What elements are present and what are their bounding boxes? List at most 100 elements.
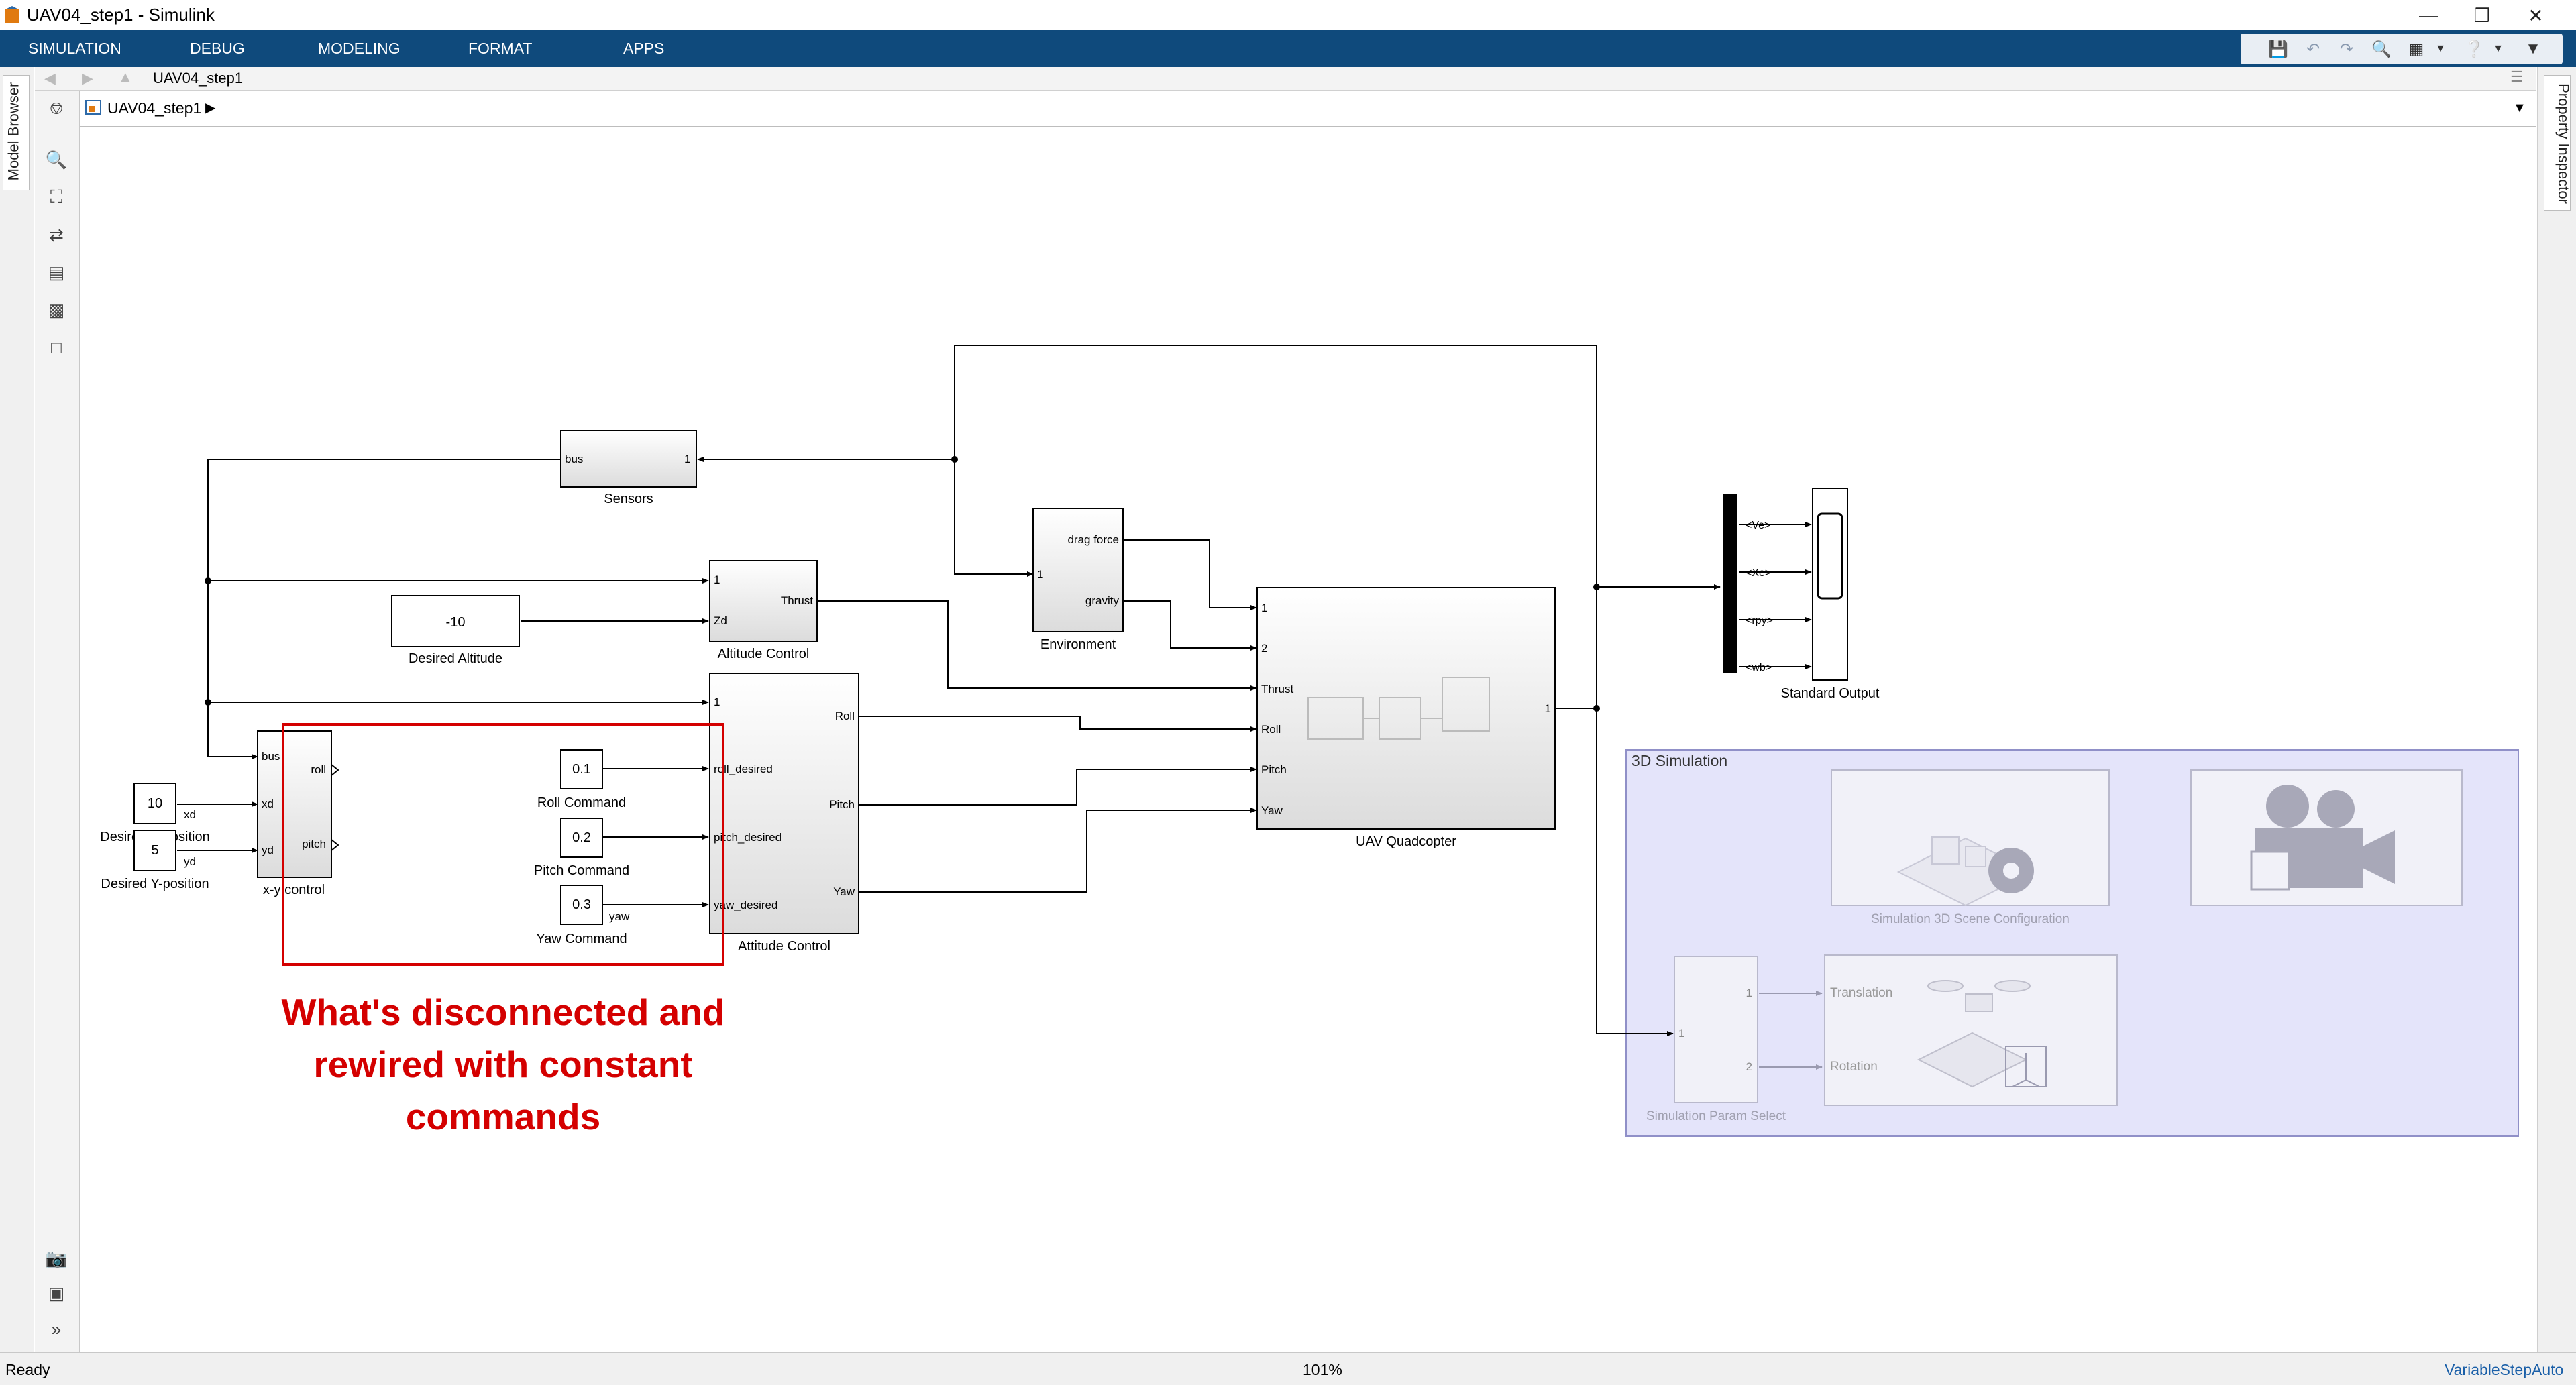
tab-simulation[interactable]: SIMULATION — [28, 40, 121, 57]
solver-link[interactable]: VariableStepAuto — [2445, 1361, 2564, 1378]
tab-debug[interactable]: DEBUG — [190, 40, 245, 57]
sensors-block[interactable]: bus 1 Sensors — [560, 430, 697, 506]
attitude-control-out3: Yaw — [833, 885, 855, 898]
xy-control-in2: xd — [262, 797, 274, 810]
expand-palette-icon[interactable]: » — [51, 1319, 62, 1339]
route-lines-icon[interactable]: ⇄ — [49, 224, 64, 245]
status-text: Ready — [5, 1361, 50, 1378]
yaw-command-signal: yaw — [609, 910, 630, 923]
zoom-level[interactable]: 101% — [1303, 1361, 1342, 1378]
minimize-button[interactable]: — — [2419, 5, 2438, 25]
model-browser-tab[interactable]: Model Browser — [3, 75, 30, 190]
close-button[interactable]: ✕ — [2528, 5, 2544, 26]
param-select-block[interactable]: 1 1 2 Simulation Param Select — [1646, 956, 1786, 1123]
save-icon[interactable]: 💾 — [2268, 40, 2288, 58]
altitude-control-block[interactable]: 1 Zd Thrust Altitude Control — [709, 560, 818, 661]
xy-control-block[interactable]: bus xd yd roll pitch x-y control — [257, 730, 339, 897]
hide-explorer-icon[interactable]: ⎊ — [49, 98, 64, 118]
block-diagram: 3D Simulation — [100, 345, 2519, 1138]
signal-rpy: <rpy> — [1746, 615, 1773, 626]
param-select-in: 1 — [1678, 1027, 1684, 1040]
left-dock — [0, 67, 34, 1355]
tab-modeling[interactable]: MODELING — [318, 40, 400, 57]
attitude-control-out1: Roll — [835, 710, 855, 722]
tab-menu-icon[interactable]: ☰ — [2510, 68, 2524, 85]
attitude-control-block[interactable]: 1 roll_desired pitch_desired yaw_desired… — [709, 673, 859, 954]
layout-dropdown-icon[interactable]: ▼ — [2435, 43, 2446, 54]
xy-control-in1: bus — [262, 750, 280, 763]
altitude-control-in2: Zd — [714, 614, 727, 627]
property-inspector-label: Property Inspector — [2555, 83, 2572, 204]
scene-config-block[interactable]: Simulation 3D Scene Configuration — [1831, 769, 2110, 926]
uav-in2: 2 — [1261, 642, 1267, 655]
help-icon[interactable]: ❔ — [2464, 40, 2484, 58]
roll-command-label: Roll Command — [537, 795, 626, 810]
xy-control-out1: roll — [311, 763, 326, 776]
attitude-control-in4: yaw_desired — [714, 899, 777, 911]
standard-output-block[interactable]: Standard Output — [1781, 488, 1880, 701]
uav-in1: 1 — [1261, 602, 1267, 614]
uav-quadcopter-block[interactable]: 1 2 Thrust Roll Pitch Yaw 1 UAV Quadcopt… — [1256, 587, 1556, 849]
collapse-ribbon-icon[interactable]: ▼ — [2525, 40, 2541, 58]
standard-output-label: Standard Output — [1781, 686, 1880, 701]
uav-subsystem-preview — [1307, 677, 1490, 740]
image-icon[interactable]: ▩ — [48, 299, 65, 320]
status-bar: Ready 101% VariableStepAuto — [0, 1352, 2576, 1385]
desired-x-value: 10 — [148, 796, 162, 811]
drone-illustration-icon — [1917, 980, 2031, 1088]
annotation-text: What's disconnected and rewired with con… — [282, 991, 725, 1138]
video-capture-block[interactable] — [2190, 769, 2463, 906]
sensors-in-port: bus — [565, 453, 583, 465]
xy-control-out2: pitch — [302, 838, 326, 850]
simulink-logo-icon — [5, 6, 19, 23]
uav-3d-block[interactable]: Translation Rotation — [1824, 954, 2118, 1106]
sensors-out-port: 1 — [684, 453, 690, 465]
area-icon[interactable]: □ — [51, 337, 62, 357]
undo-icon[interactable]: ↶ — [2306, 40, 2320, 58]
pitch-command-value: 0.2 — [572, 830, 591, 845]
breadcrumb[interactable]: UAV04_step1 — [107, 99, 202, 117]
layout-icon[interactable]: ▦ — [2408, 40, 2424, 58]
signal-lines — [177, 345, 1812, 1036]
zoom-icon[interactable]: 🔍 — [45, 149, 68, 170]
environment-block[interactable]: 1 drag force gravity Environment — [1032, 508, 1124, 652]
uav-3d-rotation: Rotation — [1830, 1060, 1878, 1074]
annotation-icon[interactable]: ▤ — [48, 262, 65, 282]
altitude-control-out: Thrust — [781, 594, 813, 607]
restore-button[interactable]: ❐ — [2473, 5, 2491, 26]
uav-in4: Roll — [1261, 723, 1281, 736]
help-dropdown-icon[interactable]: ▼ — [2493, 43, 2504, 54]
screenshot-icon[interactable]: 📷 — [45, 1248, 68, 1268]
uav-label: UAV Quadcopter — [1356, 834, 1456, 849]
explorer-bar: ◀ ▶ ▲ UAV04_step1 ☰ — [35, 67, 2536, 91]
sim3d-lines — [1759, 991, 1823, 1070]
desired-altitude-block[interactable]: -10 Desired Altitude — [391, 595, 520, 666]
roll-command-block[interactable]: 0.1 Roll Command — [537, 749, 626, 810]
attitude-control-in3: pitch_desired — [714, 831, 782, 844]
fit-to-view-icon[interactable]: ⛶ — [50, 186, 63, 207]
property-inspector-tab[interactable]: Property Inspector — [2544, 75, 2572, 211]
model-tab[interactable]: UAV04_step1 — [153, 70, 244, 87]
back-arrow-icon[interactable]: ◀ — [44, 70, 56, 87]
address-bar: UAV04_step1 ▶ ▼ — [80, 91, 2536, 127]
annotation-line-1: What's disconnected and — [282, 991, 725, 1033]
forward-arrow-icon[interactable]: ▶ — [82, 70, 93, 87]
model-info-icon[interactable]: ▣ — [48, 1282, 65, 1303]
environment-in: 1 — [1037, 568, 1043, 581]
model-canvas[interactable]: 3D Simulation — [80, 127, 2536, 1352]
redo-icon[interactable]: ↷ — [2339, 40, 2354, 58]
yaw-command-block[interactable]: 0.3 yaw Yaw Command — [536, 885, 630, 946]
breadcrumb-dropdown-icon[interactable]: ▼ — [2513, 101, 2526, 115]
breadcrumb-chevron-icon[interactable]: ▶ — [205, 101, 216, 115]
up-arrow-icon[interactable]: ▲ — [118, 68, 133, 85]
pitch-command-block[interactable]: 0.2 Pitch Command — [534, 818, 629, 878]
bus-selector-block[interactable] — [1723, 494, 1737, 673]
desired-altitude-label: Desired Altitude — [409, 651, 502, 666]
desired-y-block[interactable]: 5 yd Desired Y-position — [101, 830, 209, 891]
search-icon[interactable]: 🔍 — [2371, 40, 2392, 58]
pitch-command-label: Pitch Command — [534, 863, 629, 878]
tab-apps[interactable]: APPS — [623, 40, 665, 57]
tab-format[interactable]: FORMAT — [468, 40, 533, 57]
param-select-out2: 2 — [1746, 1060, 1752, 1073]
attitude-control-label: Attitude Control — [738, 939, 830, 954]
